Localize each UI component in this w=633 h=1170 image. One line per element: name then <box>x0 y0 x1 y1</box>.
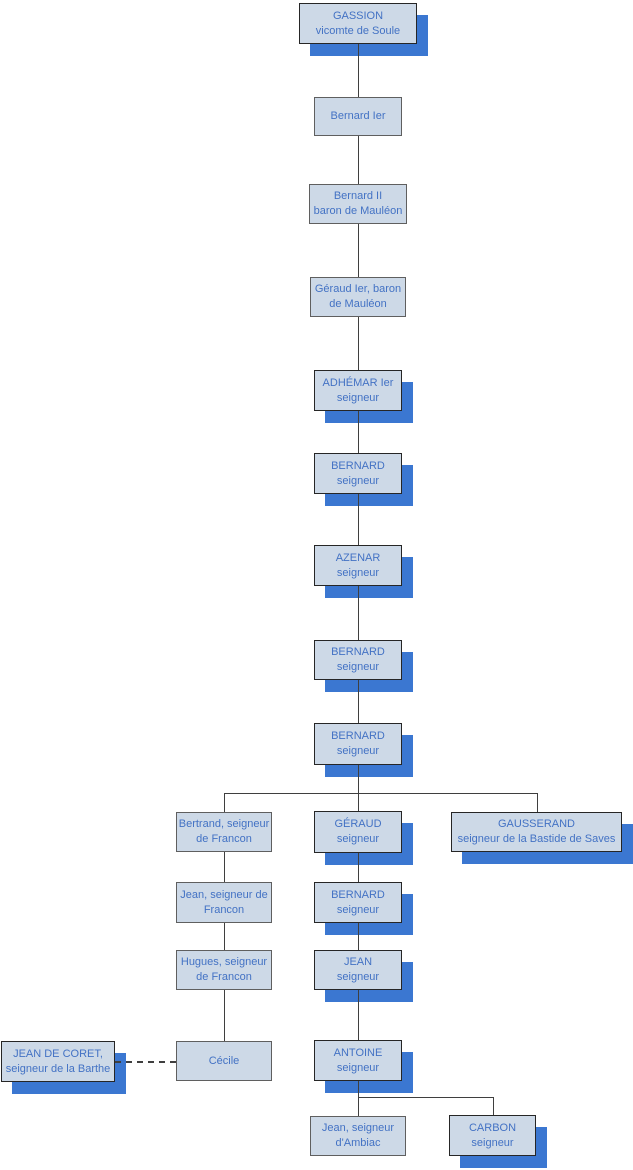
connector-gassion-bernard1 <box>358 44 359 97</box>
person-text: seigneur <box>471 1136 514 1149</box>
connector-geraud2-bernard6 <box>358 853 359 882</box>
connector-jean-francon-hugues <box>224 923 225 950</box>
person-box-bernard1: Bernard Ier <box>314 97 402 136</box>
person-text: seigneur <box>336 566 380 579</box>
person-text: BERNARD <box>331 459 385 472</box>
person-text: d'Ambiac <box>335 1137 381 1149</box>
person-box-azenar: AZENAR seigneur <box>314 545 402 586</box>
connector-antoine-down <box>358 1081 359 1097</box>
person-text: Jean, seigneur <box>321 1122 395 1134</box>
person-text: seigneur <box>336 474 380 487</box>
person-box-bernard2: Bernard II baron de Mauléon <box>309 184 407 224</box>
person-box-bernard3: BERNARD seigneur <box>314 453 402 494</box>
person-text: CARBON <box>468 1121 517 1134</box>
person-text: de Mauléon <box>329 298 387 310</box>
person-box-bertrand: Bertrand, seigneur de Francon <box>176 812 272 852</box>
connector-antoine-jean-ambiac <box>358 1097 359 1116</box>
connector-bernard1-bernard2 <box>358 136 359 184</box>
connector-adhemar-bernard3 <box>358 411 359 453</box>
person-text: GASSION <box>332 9 384 22</box>
person-box-bernard4: BERNARD seigneur <box>314 640 402 680</box>
person-text: vicomte de Soule <box>315 24 401 37</box>
person-text: ADHÉMAR Ier <box>322 376 394 389</box>
connector-bernard4-bernard5 <box>358 680 359 723</box>
person-text: seigneur de la Bastide de Saves <box>457 833 616 845</box>
connector-bernard5-down <box>358 765 359 793</box>
person-text: Bertrand, seigneur <box>178 818 270 830</box>
person-text: seigneur <box>336 661 380 673</box>
person-text: Bernard Ier <box>330 110 386 122</box>
connector-branch-bernard5 <box>224 793 538 794</box>
person-text: Francon <box>203 903 245 916</box>
person-text: Géraud Ier, baron <box>314 283 402 295</box>
person-text: Jean, seigneur de <box>180 888 268 901</box>
connector-bernard3-azenar <box>358 494 359 545</box>
person-text: ANTOINE <box>333 1046 383 1059</box>
person-text: GAUSSERAND <box>497 818 576 830</box>
person-text: seigneur de la Barthe <box>5 1062 111 1075</box>
person-text: de Francon <box>196 971 252 983</box>
person-text: de Francon <box>196 833 252 845</box>
person-box-bernard5: BERNARD seigneur <box>314 723 402 765</box>
person-text: GÉRAUD <box>334 818 382 830</box>
person-box-carbon: CARBON seigneur <box>449 1115 536 1156</box>
person-text: AZENAR <box>335 551 381 564</box>
person-text: seigneur <box>336 745 380 757</box>
connector-azenar-bernard4 <box>358 586 359 640</box>
connector-geraud1-adhemar <box>358 317 359 370</box>
connector-bernard5-geraud2 <box>358 793 359 811</box>
person-box-jean-de-coret: JEAN DE CORET, seigneur de la Barthe <box>1 1041 115 1082</box>
person-box-geraud2: GÉRAUD seigneur <box>314 811 402 853</box>
connector-bernard2-geraud1 <box>358 224 359 277</box>
person-box-jean-ambiac: Jean, seigneur d'Ambiac <box>310 1116 406 1156</box>
person-text: BERNARD <box>331 646 385 658</box>
connector-bernard5-gausserand <box>537 793 538 812</box>
person-box-hugues: Hugues, seigneur de Francon <box>176 950 272 990</box>
person-box-gassion: GASSION vicomte de Soule <box>299 3 417 44</box>
person-box-bernard6: BERNARD seigneur <box>314 882 402 923</box>
person-box-gausserand: GAUSSERAND seigneur de la Bastide de Save… <box>451 812 622 852</box>
person-box-cecile: Cécile <box>176 1041 272 1081</box>
person-box-jean2: JEAN seigneur <box>314 950 402 990</box>
connector-jean2-antoine <box>358 990 359 1040</box>
person-text: BERNARD <box>331 888 385 901</box>
person-text: Cécile <box>208 1054 240 1067</box>
connector-antoine-carbon <box>493 1097 494 1115</box>
person-text: Hugues, seigneur <box>180 956 268 968</box>
person-text: Bernard II <box>333 190 383 202</box>
person-text: JEAN <box>343 956 373 968</box>
person-text: seigneur <box>336 903 380 916</box>
person-text: seigneur <box>336 1061 380 1074</box>
connector-bertrand-jean-francon <box>224 852 225 882</box>
person-text: baron de Mauléon <box>313 205 403 217</box>
connector-hugues-cecile <box>224 990 225 1041</box>
connector-branch-antoine <box>358 1097 494 1098</box>
person-box-adhemar: ADHÉMAR Ier seigneur <box>314 370 402 411</box>
person-box-geraud1: Géraud Ier, baron de Mauléon <box>310 277 406 317</box>
person-text: seigneur <box>336 833 380 845</box>
connector-bernard6-jean2 <box>358 923 359 950</box>
marriage-dashed-line <box>115 1061 177 1063</box>
person-text: seigneur <box>336 971 380 983</box>
person-text: JEAN DE CORET, <box>13 1047 103 1060</box>
person-box-antoine: ANTOINE seigneur <box>314 1040 402 1081</box>
connector-bernard5-bertrand <box>224 793 225 812</box>
person-text: BERNARD <box>331 730 385 742</box>
person-text: seigneur <box>336 391 380 404</box>
person-box-jean-francon: Jean, seigneur de Francon <box>176 882 272 923</box>
